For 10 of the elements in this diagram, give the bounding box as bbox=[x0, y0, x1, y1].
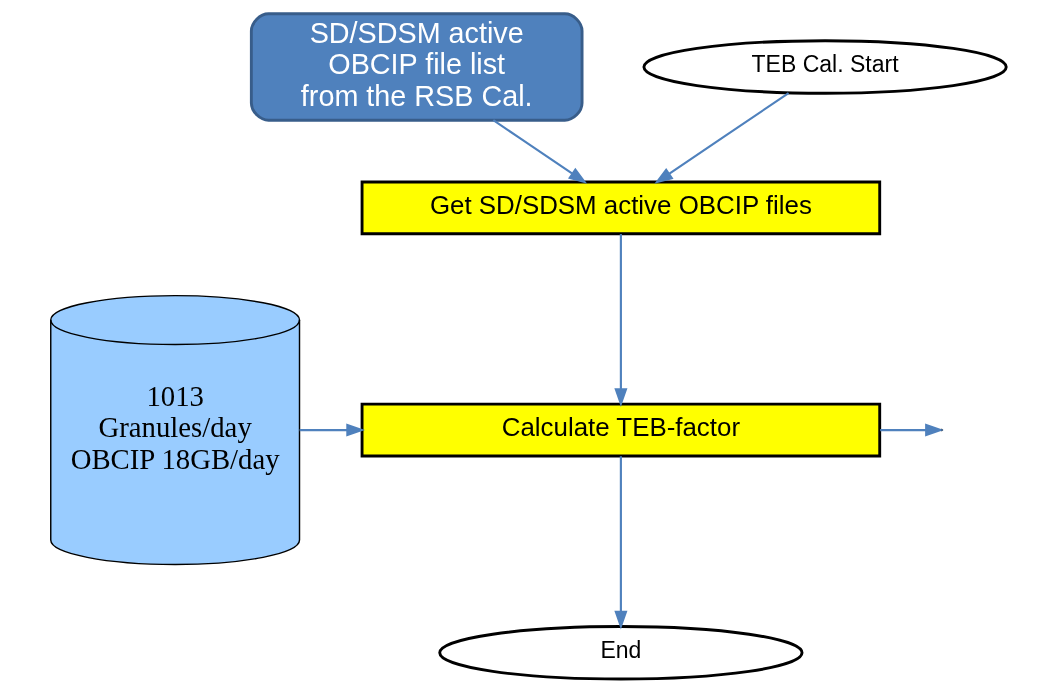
arrow bbox=[654, 92, 790, 184]
node-box: Calculate TEB-factor bbox=[360, 402, 882, 458]
arrow bbox=[492, 119, 588, 184]
node-box: Get SD/SDSM active OBCIP files bbox=[360, 180, 882, 236]
node-ellipse: TEB Cal. Start bbox=[642, 39, 1008, 95]
arrow bbox=[614, 234, 628, 407]
arrow bbox=[614, 456, 628, 630]
node-box: SD/SDSM active OBCIP file list from the RSB Cal. bbox=[249, 12, 584, 122]
node-ellipse: End bbox=[438, 625, 804, 681]
arrow bbox=[299, 423, 365, 437]
